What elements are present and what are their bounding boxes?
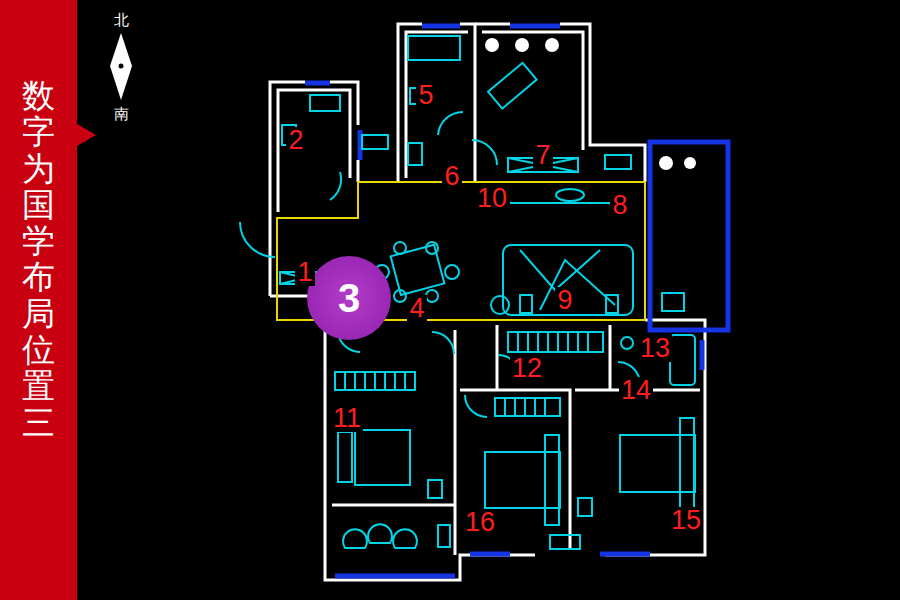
windows	[305, 81, 330, 86]
windows	[335, 340, 702, 576]
callout-number: 3	[338, 278, 360, 318]
callout-number: 13	[638, 335, 672, 362]
furniture	[605, 155, 631, 169]
furniture	[438, 525, 450, 547]
furniture	[240, 222, 275, 257]
furniture	[428, 480, 442, 498]
furniture	[662, 293, 684, 311]
furniture	[485, 452, 560, 508]
callout-number: 15	[669, 507, 703, 534]
furniture	[394, 290, 406, 302]
walls	[454, 330, 457, 555]
compass-needle	[110, 33, 132, 100]
windows	[510, 24, 560, 29]
furniture	[445, 265, 459, 279]
furniture	[240, 36, 695, 549]
furniture	[550, 535, 580, 549]
walls	[406, 32, 468, 178]
callout-number: 4	[407, 295, 426, 322]
furniture	[438, 112, 463, 135]
furniture	[621, 337, 633, 349]
walls	[357, 160, 360, 182]
callout-number: 9	[555, 287, 574, 314]
callout-number: 11	[331, 405, 363, 432]
furniture	[335, 372, 415, 390]
furniture	[503, 245, 633, 315]
furniture	[394, 242, 406, 254]
walls	[482, 32, 583, 150]
furniture	[465, 395, 487, 417]
callout-number: 10	[475, 185, 509, 212]
walls	[325, 320, 705, 580]
furniture	[345, 372, 405, 390]
compass-needle	[119, 64, 124, 69]
windows	[650, 142, 728, 330]
walls	[496, 325, 499, 390]
furniture	[408, 36, 460, 60]
callout-number: 2	[286, 127, 305, 154]
furniture	[578, 498, 592, 516]
windows	[422, 24, 460, 29]
vertical-title: 数字为国学布局位置三	[22, 78, 55, 441]
compass-label: 北	[114, 13, 129, 28]
callout-number: 5	[416, 82, 435, 109]
side-band: 数字为国学布局位置三	[0, 0, 77, 600]
furniture	[432, 332, 454, 354]
furniture	[670, 335, 695, 385]
furniture	[343, 524, 417, 548]
furniture	[508, 332, 603, 352]
walls	[609, 325, 612, 390]
walls	[332, 504, 455, 507]
furniture	[310, 95, 340, 111]
furniture	[495, 398, 560, 416]
furniture	[355, 430, 410, 485]
furniture	[556, 189, 584, 201]
furniture	[472, 140, 497, 165]
callout-number: 1	[295, 259, 314, 286]
plants	[545, 38, 559, 52]
plants	[515, 38, 529, 52]
callout-number: 16	[463, 509, 497, 536]
furniture	[520, 295, 532, 313]
walls	[475, 24, 645, 182]
callout-number: 12	[510, 355, 544, 382]
callout-number: 7	[533, 142, 552, 169]
compass-label: 南	[114, 107, 129, 122]
furniture	[426, 290, 438, 302]
compass-needle	[110, 33, 132, 100]
furniture	[620, 435, 695, 492]
furniture	[362, 135, 388, 149]
furniture	[408, 143, 422, 165]
plants	[485, 38, 696, 170]
callout-number: 6	[442, 163, 461, 190]
furniture	[545, 435, 559, 525]
walls	[270, 24, 705, 580]
plants	[684, 157, 696, 169]
walls	[398, 24, 475, 182]
pointer	[77, 124, 96, 146]
furniture	[518, 332, 588, 352]
plants	[485, 38, 499, 52]
furniture	[338, 432, 352, 482]
windows	[305, 26, 728, 576]
furniture	[606, 295, 618, 313]
furniture	[426, 242, 438, 254]
pointer	[77, 124, 96, 146]
furniture	[680, 418, 694, 513]
callout-number: 14	[619, 377, 653, 404]
furniture	[330, 172, 341, 200]
walls	[278, 90, 350, 212]
plants	[659, 156, 673, 170]
walls	[460, 390, 570, 550]
marker-circle: 3	[307, 256, 391, 340]
furniture	[505, 398, 545, 416]
furniture	[491, 296, 509, 314]
furniture	[488, 63, 537, 109]
callout-number: 8	[610, 192, 629, 219]
